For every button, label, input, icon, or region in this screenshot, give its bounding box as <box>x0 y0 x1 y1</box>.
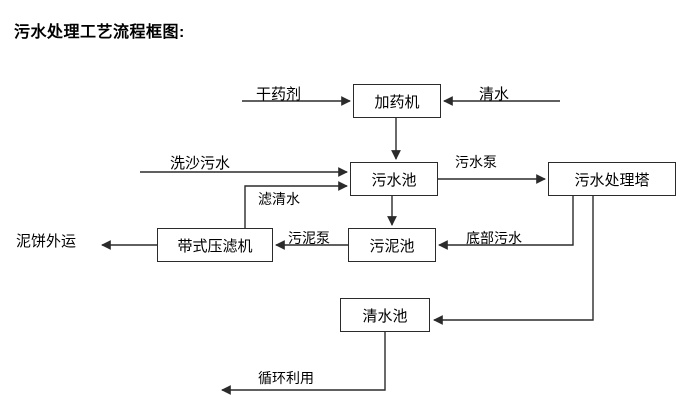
io-label-clean-water-in: 清水 <box>479 86 510 103</box>
io-label-sand-washing-sewage: 洗沙污水 <box>170 155 231 172</box>
node-label: 清水池 <box>362 307 408 325</box>
edge-label-sludge-pump: 污泥泵 <box>288 230 330 246</box>
node-sewage-pool[interactable]: 污水池 <box>350 162 438 196</box>
edge-clean-pool-to-reuse <box>221 332 386 395</box>
node-label: 污水池 <box>371 171 417 189</box>
node-label: 带式压滤机 <box>177 237 253 255</box>
io-label-mud-cake-outbound: 泥饼外运 <box>16 233 77 250</box>
edge-label-bottom-sewage: 底部污水 <box>466 230 522 246</box>
node-label: 污水处理塔 <box>574 171 650 189</box>
edge-label-recycle-reuse: 循环利用 <box>258 370 314 386</box>
node-clean-water-pool[interactable]: 清水池 <box>340 298 430 332</box>
node-label: 加药机 <box>374 93 420 111</box>
node-belt-filter-press[interactable]: 带式压滤机 <box>157 228 273 262</box>
io-label-dry-chemical: 干药剂 <box>256 86 302 103</box>
node-treatment-tower[interactable]: 污水处理塔 <box>548 162 676 196</box>
node-dosing-machine[interactable]: 加药机 <box>353 84 441 118</box>
node-sludge-pool[interactable]: 污泥池 <box>348 228 436 262</box>
page-title: 污水处理工艺流程框图: <box>14 24 185 41</box>
edge-label-sewage-pump: 污水泵 <box>455 154 497 170</box>
edge-label-filtered-clear-water: 滤清水 <box>258 191 300 207</box>
node-label: 污泥池 <box>369 237 415 255</box>
edge-tower-to-clean-pool <box>433 196 594 325</box>
edge-filter-press-to-pool <box>244 181 348 228</box>
edge-tower-to-sludge <box>438 196 574 250</box>
